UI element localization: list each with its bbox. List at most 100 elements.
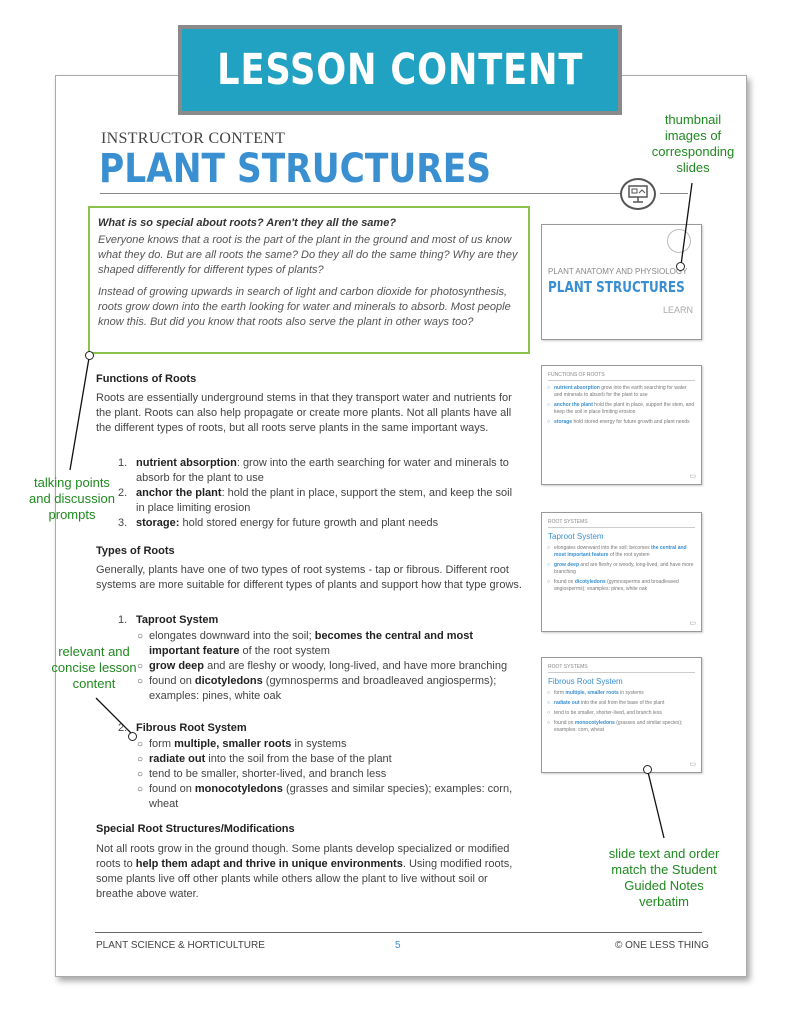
thumb-text: and are fleshy or woody, long-lived, and…: [554, 562, 694, 575]
thumb-kicker: FUNCTIONS OF ROOTS: [548, 372, 605, 378]
special-text-bold: help them adapt and thrive in unique env…: [135, 858, 403, 870]
thumb-text: tend to be smaller, shorter-lived, and b…: [554, 710, 662, 716]
item-number: 1.: [118, 614, 128, 626]
list-item: 2. anchor the plant: hold the plant in pl…: [118, 486, 523, 516]
thumb-divider: [548, 527, 695, 528]
list-item: 1. nutrient absorption: grow into the ear…: [118, 456, 523, 486]
callout-paragraph-1: Everyone knows that a root is the part o…: [98, 234, 518, 276]
item-term: nutrient absorption: [136, 457, 237, 469]
item-term: monocotyledons: [194, 783, 283, 795]
thumb-line: nutrient absorption grow into the earth …: [547, 385, 695, 399]
slide-thumbnail-taproot: ROOT SYSTEMS Taproot System elongates do…: [541, 512, 702, 632]
item-text: form: [149, 738, 175, 750]
item-text: (grasses and similar species); examples:…: [149, 783, 513, 810]
thumb-kicker: ROOT SYSTEMS: [548, 664, 588, 670]
special-heading: Special Root Structures/Modifications: [96, 823, 295, 835]
item-term: radiate out: [149, 753, 206, 765]
thumb-line: storage hold stored energy for future gr…: [547, 419, 695, 426]
taproot-bullets: ○elongates downward into the soil; becom…: [137, 629, 522, 704]
thumb-subtitle: LEARN: [662, 305, 693, 315]
banner-title: LESSON CONTENT: [216, 45, 584, 95]
annotation-slide-text: slide text and order match the Student G…: [608, 846, 720, 909]
leader-thumbnail: [680, 182, 693, 266]
page-title: PLANT STRUCTURES: [99, 146, 492, 192]
thumb-text: found on: [554, 720, 575, 726]
item-text: (gymnosperms and broadleaved angiosperms…: [149, 675, 497, 702]
item-text: : grow into the earth searching for wate…: [136, 457, 509, 484]
thumb-term: multiple, smaller roots: [565, 690, 619, 696]
list-item: ○form multiple, smaller roots in systems: [137, 738, 347, 750]
list-item: ○elongates downward into the soil; becom…: [137, 630, 474, 657]
item-term: dicotyledons: [194, 675, 263, 687]
annotation-thumbnail: thumbnail images of corresponding slides: [651, 112, 735, 175]
thumb-text: (gymnosperms and broadleaved angiosperms…: [554, 579, 679, 592]
item-text: in systems: [291, 738, 347, 750]
item-term: Fibrous Root System: [136, 722, 247, 734]
thumb-kicker: ROOT SYSTEMS: [548, 519, 588, 525]
functions-intro: Roots are essentially underground stems …: [96, 392, 512, 434]
item-text: into the soil from the base of the plant: [205, 753, 392, 765]
thumb-heading: Fibrous Root System: [548, 677, 623, 686]
thumb-heading: Taproot System: [548, 532, 604, 541]
thumb-term: storage: [554, 419, 573, 425]
item-term: anchor the plant: [136, 487, 222, 499]
annotation-talking-points: talking points and discussion prompts: [29, 475, 115, 522]
thumb-title: PLANT STRUCTURES: [548, 278, 685, 296]
thumb-text: grow into the earth searching for water …: [554, 385, 687, 398]
item-text: of the root system: [239, 645, 330, 657]
title-divider-right: [660, 193, 688, 194]
types-heading: Types of Roots: [96, 545, 175, 557]
slide-icon: ▭: [689, 473, 696, 480]
item-number: 2.: [118, 722, 128, 734]
item-number: 1.: [118, 457, 128, 469]
item-number: 2.: [118, 487, 128, 499]
footer-divider: [95, 932, 702, 933]
footer-page-number: 5: [395, 940, 401, 951]
thumb-text: hold the plant in place, support the ste…: [554, 402, 695, 415]
callout-paragraph-2: Instead of growing upwards in search of …: [98, 286, 511, 328]
item-text: elongates downward into the soil;: [149, 630, 315, 642]
thumb-line: anchor the plant hold the plant in place…: [547, 402, 695, 416]
list-item: ○grow deep and are fleshy or woody, long…: [137, 660, 508, 672]
slide-thumbnail-title: PLANT ANATOMY AND PHYSIOLOGY PLANT STRUC…: [541, 224, 702, 340]
list-item: ○found on dicotyledons (gymnosperms and …: [137, 675, 497, 702]
thumb-divider: [548, 380, 695, 381]
annotation-pin: [128, 732, 137, 741]
callout-question: What is so special about roots? Aren't t…: [98, 217, 397, 229]
list-item: 3.storage: hold stored energy for future…: [118, 516, 523, 531]
thumb-line: grow deep and are fleshy or woody, long-…: [547, 562, 695, 576]
item-number: 3.: [118, 517, 128, 529]
item-term: becomes the central and most important f…: [149, 630, 474, 657]
thumb-text: in systems: [618, 690, 644, 696]
header-kicker: INSTRUCTOR CONTENT: [101, 130, 286, 147]
list-item: ○radiate out into the soil from the base…: [137, 753, 392, 765]
types-intro: Generally, plants have one of two types …: [96, 564, 522, 591]
special-text-1: Not all roots grow in the ground though.…: [96, 843, 510, 870]
slide-icon: ▭: [689, 620, 696, 627]
item-text: and are fleshy or woody, long-lived, and…: [204, 660, 508, 672]
functions-list: 1. nutrient absorption: grow into the ear…: [118, 456, 523, 531]
fibrous-bullets: ○form multiple, smaller roots in systems…: [137, 737, 522, 812]
thumb-line: radiate out into the soil from the base …: [547, 700, 695, 707]
functions-heading: Functions of Roots: [96, 373, 197, 385]
thumb-line: elongates downward into the soil; become…: [547, 545, 695, 559]
annotation-pin: [676, 262, 685, 271]
slide-icon: [667, 229, 691, 253]
thumb-text: (grasses and similar species); examples:…: [554, 720, 683, 733]
thumb-term: dicotyledons: [574, 579, 606, 585]
thumb-text: of the root system: [608, 552, 650, 558]
thumb-term: grow deep: [554, 562, 580, 568]
annotation-relevant-content: relevant and concise lesson content: [51, 644, 137, 691]
thumb-line: tend to be smaller, shorter-lived, and b…: [547, 710, 695, 717]
leader-relevant: [95, 697, 132, 734]
presentation-screen-icon: [620, 178, 656, 210]
item-text: found on: [149, 675, 195, 687]
list-item: ○tend to be smaller, shorter-lived, and …: [137, 768, 387, 780]
thumb-line: form multiple, smaller roots in systems: [547, 690, 695, 697]
item-text: : hold the plant in place, support the s…: [136, 487, 513, 514]
annotation-pin: [85, 351, 94, 360]
thumb-text: into the soil from the base of the plant: [579, 700, 665, 706]
title-divider: [100, 193, 620, 194]
footer-course: PLANT SCIENCE & HORTICULTURE: [96, 940, 265, 951]
